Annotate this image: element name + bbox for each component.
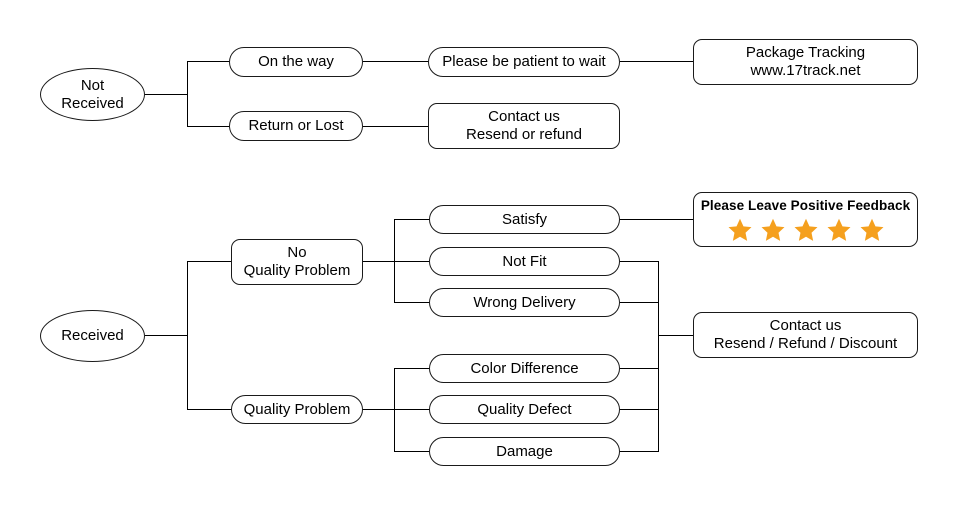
connector-received-stem	[145, 335, 187, 336]
connector-to-damage	[394, 451, 430, 452]
node-not-received[interactable]: Not Received	[40, 68, 145, 121]
node-contact-resend-refund-line1: Contact us	[488, 108, 560, 126]
node-contact-outcome-line2: Resend / Refund / Discount	[713, 335, 898, 352]
connector-not-received-stem	[145, 94, 187, 95]
node-damage[interactable]: Damage	[429, 437, 620, 466]
node-return-or-lost-label: Return or Lost	[248, 117, 344, 135]
connector-on-the-way-to-wait	[363, 61, 429, 62]
star-icon[interactable]	[859, 217, 885, 243]
node-return-or-lost[interactable]: Return or Lost	[229, 111, 363, 141]
node-contact-resend-refund-discount[interactable]: Contact us Resend / Refund / Discount	[693, 312, 918, 358]
connector-to-color-difference	[394, 368, 430, 369]
node-damage-label: Damage	[496, 442, 553, 460]
connector-no-quality-problem-stem	[363, 261, 395, 262]
node-wrong-delivery-label: Wrong Delivery	[473, 293, 576, 311]
connector-quality-problem-stem	[363, 409, 395, 410]
connector-return-to-contact	[363, 126, 429, 127]
connector-quality-problem-spine	[394, 368, 395, 452]
connector-not-fit-to-merge	[620, 261, 659, 262]
node-quality-defect-label: Quality Defect	[477, 400, 572, 418]
connector-to-not-fit	[394, 261, 430, 262]
star-icon[interactable]	[793, 217, 819, 243]
connector-wrong-delivery-to-merge	[620, 302, 659, 303]
node-please-be-patient[interactable]: Please be patient to wait	[428, 47, 620, 77]
connector-to-on-the-way	[187, 61, 230, 62]
node-received-label: Received	[61, 327, 124, 345]
star-rating[interactable]	[727, 217, 885, 243]
connector-to-wrong-delivery	[394, 302, 430, 303]
node-not-received-line1: Not	[80, 76, 105, 94]
node-quality-problem[interactable]: Quality Problem	[231, 395, 363, 424]
node-no-quality-problem-line2: Quality Problem	[243, 262, 351, 279]
node-no-quality-problem[interactable]: No Quality Problem	[231, 239, 363, 285]
node-quality-defect[interactable]: Quality Defect	[429, 395, 620, 424]
connector-to-return-or-lost	[187, 126, 230, 127]
node-package-tracking[interactable]: Package Tracking www.17track.net	[693, 39, 918, 85]
node-not-fit-label: Not Fit	[502, 252, 547, 270]
node-package-tracking-url: www.17track.net	[750, 62, 861, 79]
node-received[interactable]: Received	[40, 310, 145, 362]
node-contact-resend-refund-line2: Resend or refund	[466, 126, 582, 143]
node-wrong-delivery[interactable]: Wrong Delivery	[429, 288, 620, 317]
node-contact-resend-refund[interactable]: Contact us Resend or refund	[428, 103, 620, 149]
connector-color-difference-to-merge	[620, 368, 659, 369]
connector-quality-defect-to-merge	[620, 409, 659, 410]
node-no-quality-problem-line1: No	[287, 244, 307, 262]
node-package-tracking-line1: Package Tracking	[745, 44, 866, 62]
node-please-be-patient-label: Please be patient to wait	[442, 53, 606, 71]
star-icon[interactable]	[826, 217, 852, 243]
node-color-difference-label: Color Difference	[470, 359, 579, 377]
node-on-the-way-label: On the way	[258, 53, 334, 71]
connector-merge-spine	[658, 261, 659, 452]
node-quality-problem-label: Quality Problem	[243, 400, 351, 418]
connector-not-received-spine	[187, 61, 188, 127]
star-icon[interactable]	[727, 217, 753, 243]
connector-merge-to-contact	[658, 335, 694, 336]
connector-to-quality-defect	[394, 409, 430, 410]
node-color-difference[interactable]: Color Difference	[429, 354, 620, 383]
node-contact-outcome-line1: Contact us	[769, 317, 842, 335]
feedback-text: Please Leave Positive Feedback	[700, 198, 911, 214]
node-on-the-way[interactable]: On the way	[229, 47, 363, 77]
connector-to-quality-problem	[187, 409, 231, 410]
node-satisfy[interactable]: Satisfy	[429, 205, 620, 234]
node-positive-feedback[interactable]: Please Leave Positive Feedback	[693, 192, 918, 247]
connector-wait-to-tracking	[620, 61, 694, 62]
star-icon[interactable]	[760, 217, 786, 243]
node-not-received-line2: Received	[61, 94, 124, 112]
connector-to-no-quality-problem	[187, 261, 231, 262]
node-satisfy-label: Satisfy	[501, 210, 547, 228]
node-not-fit[interactable]: Not Fit	[429, 247, 620, 276]
connector-damage-to-merge	[620, 451, 659, 452]
connector-received-spine	[187, 261, 188, 410]
connector-to-satisfy	[394, 219, 430, 220]
connector-satisfy-to-feedback	[620, 219, 693, 220]
